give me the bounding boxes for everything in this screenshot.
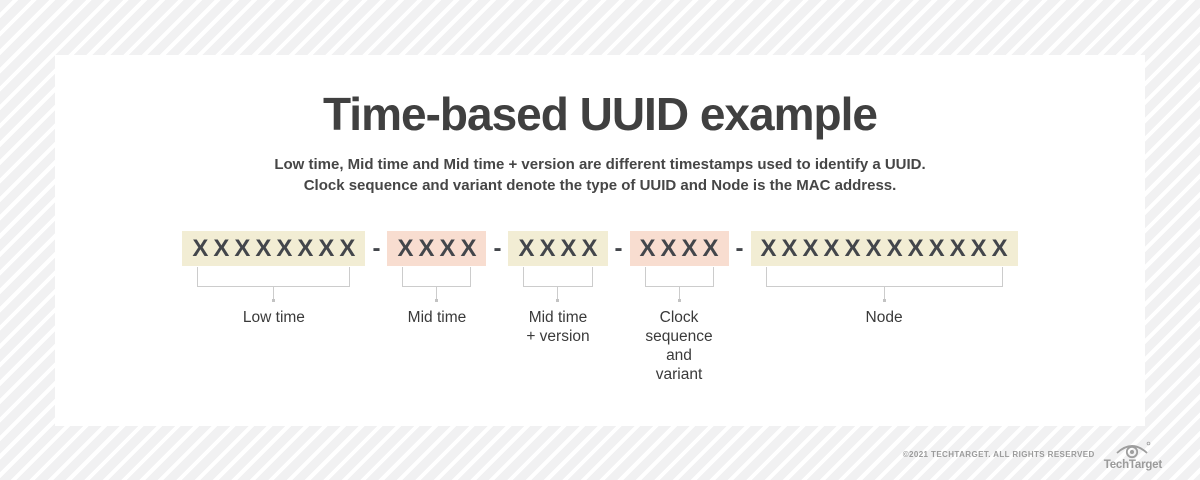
uuid-segment-low-time: XXXXXXXX Low time [182,231,366,327]
uuid-separator: - [493,234,502,262]
footer: ©2021 TECHTARGET. ALL RIGHTS RESERVED Te… [903,440,1162,472]
segment-chars-clock-sequence: XXXX [629,231,729,266]
uuid-diagram: XXXXXXXX Low time - XXXX Mid time - XXXX… [55,231,1145,384]
bracket-stem-dot [882,299,886,302]
bracket [197,267,351,287]
segment-label-mid-time-version: Mid time + version [526,309,590,345]
bracket-stem [557,287,559,299]
bracket [402,267,472,287]
page-title: Time-based UUID example [323,88,878,140]
segment-chars-mid-time-version: XXXX [508,231,608,266]
page-subtitle: Low time, Mid time and Mid time + versio… [274,156,926,194]
segment-label-node: Node [865,309,903,326]
segment-label-clock-sequence: Clock sequence and variant [645,309,713,383]
bracket [644,267,714,287]
bracket [765,267,1003,287]
uuid-segment-node: XXXXXXXXXXXX Node [750,231,1018,327]
uuid-separator: - [735,234,744,262]
bracket-stem [273,287,275,299]
copyright-text: ©2021 TECHTARGET. ALL RIGHTS RESERVED [902,449,1095,459]
bracket-stem [436,287,438,299]
bracket [523,267,593,287]
bracket-stem-dot [556,299,560,302]
segment-chars-node: XXXXXXXXXXXX [750,231,1018,266]
techtarget-logo: TechTarget [1104,440,1162,472]
uuid-separator: - [372,234,381,262]
brand-name: TechTarget [1103,458,1162,471]
infographic-card: Time-based UUID example Low time, Mid ti… [55,55,1145,426]
bracket-stem-dot [435,299,439,302]
bracket-stem-dot [677,299,681,302]
segment-label-mid-time: Mid time [407,309,467,326]
uuid-segment-clock-sequence: XXXX Clock sequence and variant [629,231,729,384]
techtarget-eye-icon [1116,441,1151,458]
bracket-stem [678,287,680,299]
uuid-separator: - [614,234,623,262]
uuid-segment-mid-time-version: XXXX Mid time + version [508,231,608,346]
segment-label-low-time: Low time [242,309,305,326]
bracket-stem [883,287,885,299]
segment-chars-mid-time: XXXX [387,231,487,266]
segment-chars-low-time: XXXXXXXX [182,231,366,266]
bracket-stem-dot [272,299,276,302]
uuid-segment-mid-time: XXXX Mid time [387,231,487,327]
